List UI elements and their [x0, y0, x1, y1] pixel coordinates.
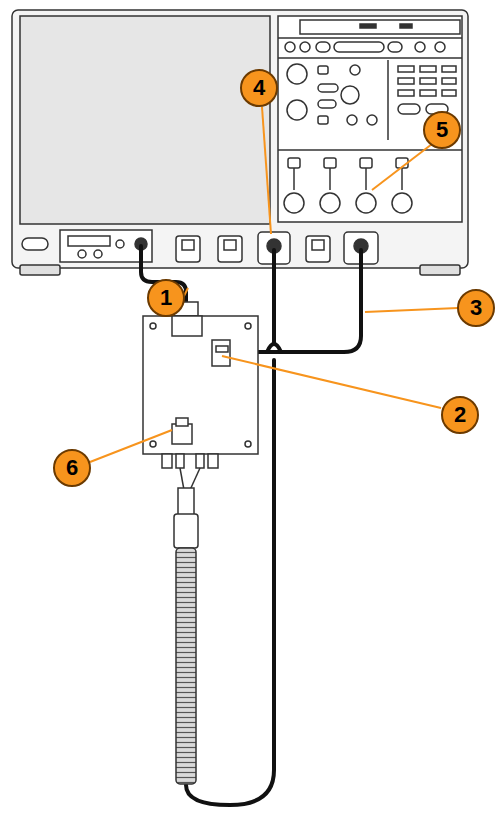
callout-number: 1	[147, 279, 185, 317]
callout-number: 3	[457, 289, 495, 327]
callout-number: 2	[441, 396, 479, 434]
control-panel	[278, 16, 462, 222]
callout-number: 5	[423, 111, 461, 149]
fixture-board	[143, 316, 258, 454]
scope-body	[12, 10, 468, 268]
probe-body	[176, 548, 196, 784]
callout-number: 4	[240, 69, 278, 107]
callout-number: 6	[53, 449, 91, 487]
scope-screen	[20, 16, 270, 224]
